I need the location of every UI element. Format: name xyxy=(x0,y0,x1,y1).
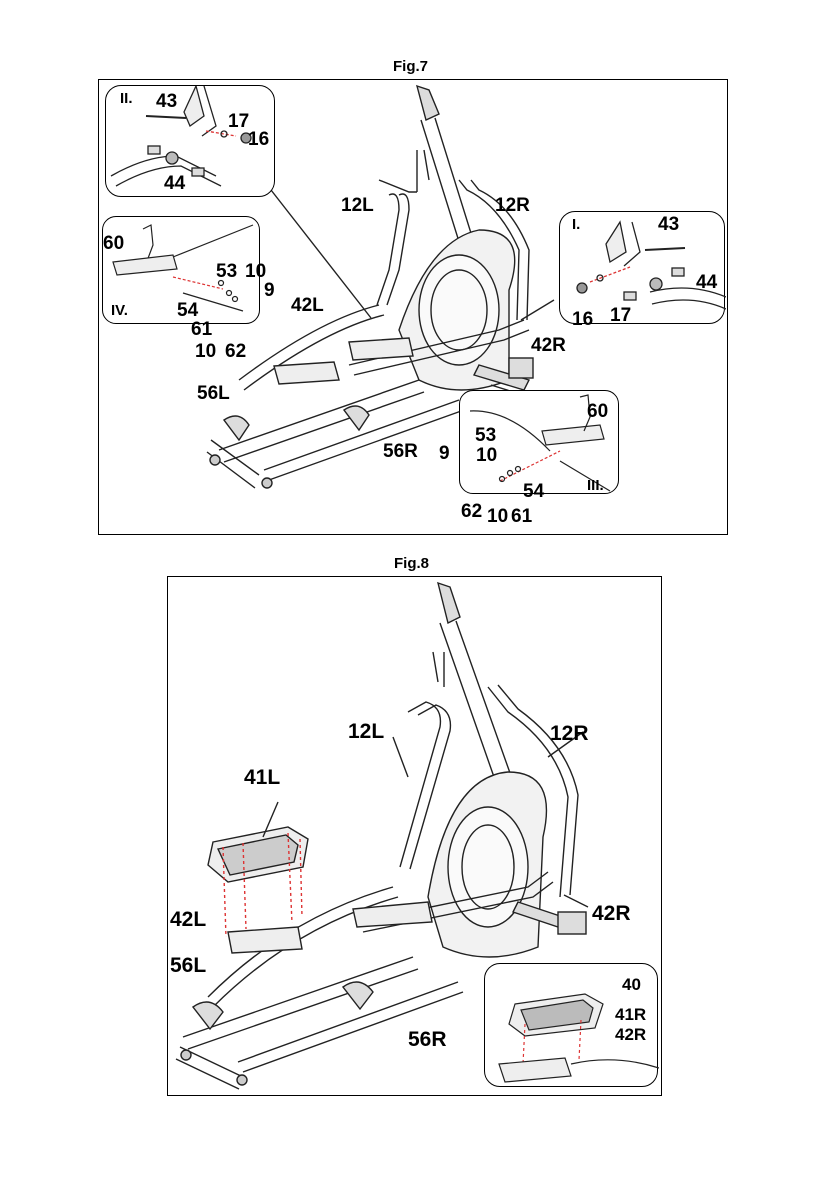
inset-roman-label: III. xyxy=(587,477,604,494)
part-label-12L: 12L xyxy=(341,196,374,215)
fig7-title: Fig.7 xyxy=(393,58,428,75)
part-label-10: 10 xyxy=(245,262,266,281)
fig8-frame: 40 41R 42R 12L 12R 41L 42L 56L 42R 56R xyxy=(167,576,662,1096)
part-label-56R: 56R xyxy=(383,442,418,461)
part-label-61: 61 xyxy=(511,507,532,526)
part-label-60: 60 xyxy=(103,234,124,253)
part-label-17: 17 xyxy=(610,306,631,325)
fig7-frame: II. 43 17 16 44 I. 43 44 16 17 xyxy=(98,79,728,535)
part-label-16: 16 xyxy=(248,130,269,149)
part-label-61: 61 xyxy=(191,320,212,339)
part-label-44: 44 xyxy=(164,174,185,193)
part-label-42L: 42L xyxy=(291,296,324,315)
part-label-53: 53 xyxy=(216,262,237,281)
part-label-44: 44 xyxy=(696,273,717,292)
part-label-53: 53 xyxy=(475,426,496,445)
part-label-42L: 42L xyxy=(170,909,206,930)
part-label-43: 43 xyxy=(156,92,177,111)
part-label-12R: 12R xyxy=(550,723,589,744)
inset-I: I. 43 44 16 17 xyxy=(559,211,725,324)
part-label-17: 17 xyxy=(228,112,249,131)
part-label-9: 9 xyxy=(264,281,275,300)
part-label-41R: 41R xyxy=(615,1006,646,1023)
part-label-40: 40 xyxy=(622,976,641,993)
inset-41R: 40 41R 42R xyxy=(484,963,658,1087)
part-label-42R: 42R xyxy=(531,336,566,355)
inset-II: II. 43 17 16 44 xyxy=(105,85,275,197)
part-label-10: 10 xyxy=(195,342,216,361)
part-label-9: 9 xyxy=(439,444,450,463)
inset-roman-label: I. xyxy=(572,216,580,233)
part-label-62: 62 xyxy=(461,502,482,521)
part-label-43: 43 xyxy=(658,215,679,234)
part-label-10: 10 xyxy=(487,507,508,526)
part-label-12R: 12R xyxy=(495,196,530,215)
fig8-title: Fig.8 xyxy=(394,555,429,572)
part-label-42R: 42R xyxy=(615,1026,646,1043)
part-label-54: 54 xyxy=(523,482,544,501)
part-label-56L: 56L xyxy=(197,384,230,403)
part-label-56R: 56R xyxy=(408,1029,447,1050)
part-label-12L: 12L xyxy=(348,721,384,742)
part-label-41L: 41L xyxy=(244,767,280,788)
inset-roman-label: IV. xyxy=(111,302,128,319)
part-label-62: 62 xyxy=(225,342,246,361)
part-label-54: 54 xyxy=(177,301,198,320)
part-label-56L: 56L xyxy=(170,955,206,976)
part-label-60: 60 xyxy=(587,402,608,421)
part-label-16: 16 xyxy=(572,310,593,329)
part-label-42R: 42R xyxy=(592,903,631,924)
part-label-10: 10 xyxy=(476,446,497,465)
inset-roman-label: II. xyxy=(120,90,133,107)
